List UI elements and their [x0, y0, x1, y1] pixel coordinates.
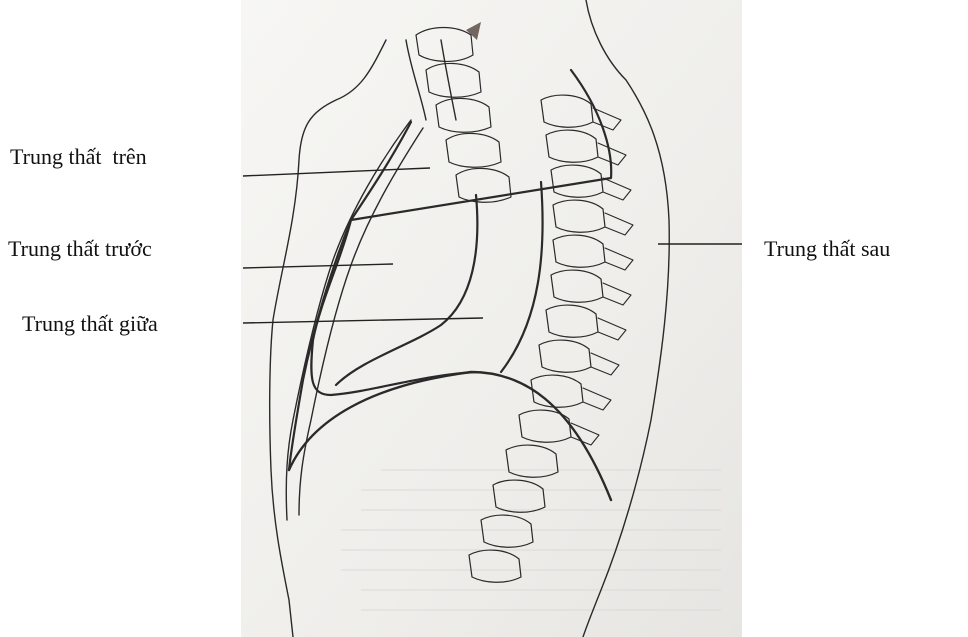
label-middle-mediastinum: Trung thất giữa: [22, 313, 158, 335]
mediastinum-sketch: [241, 0, 742, 637]
thorax-drawing: [241, 0, 742, 637]
label-superior-mediastinum: Trung thất trên: [10, 146, 147, 168]
label-anterior-mediastinum: Trung thất trước: [8, 238, 152, 260]
label-posterior-mediastinum: Trung thất sau: [764, 238, 890, 260]
